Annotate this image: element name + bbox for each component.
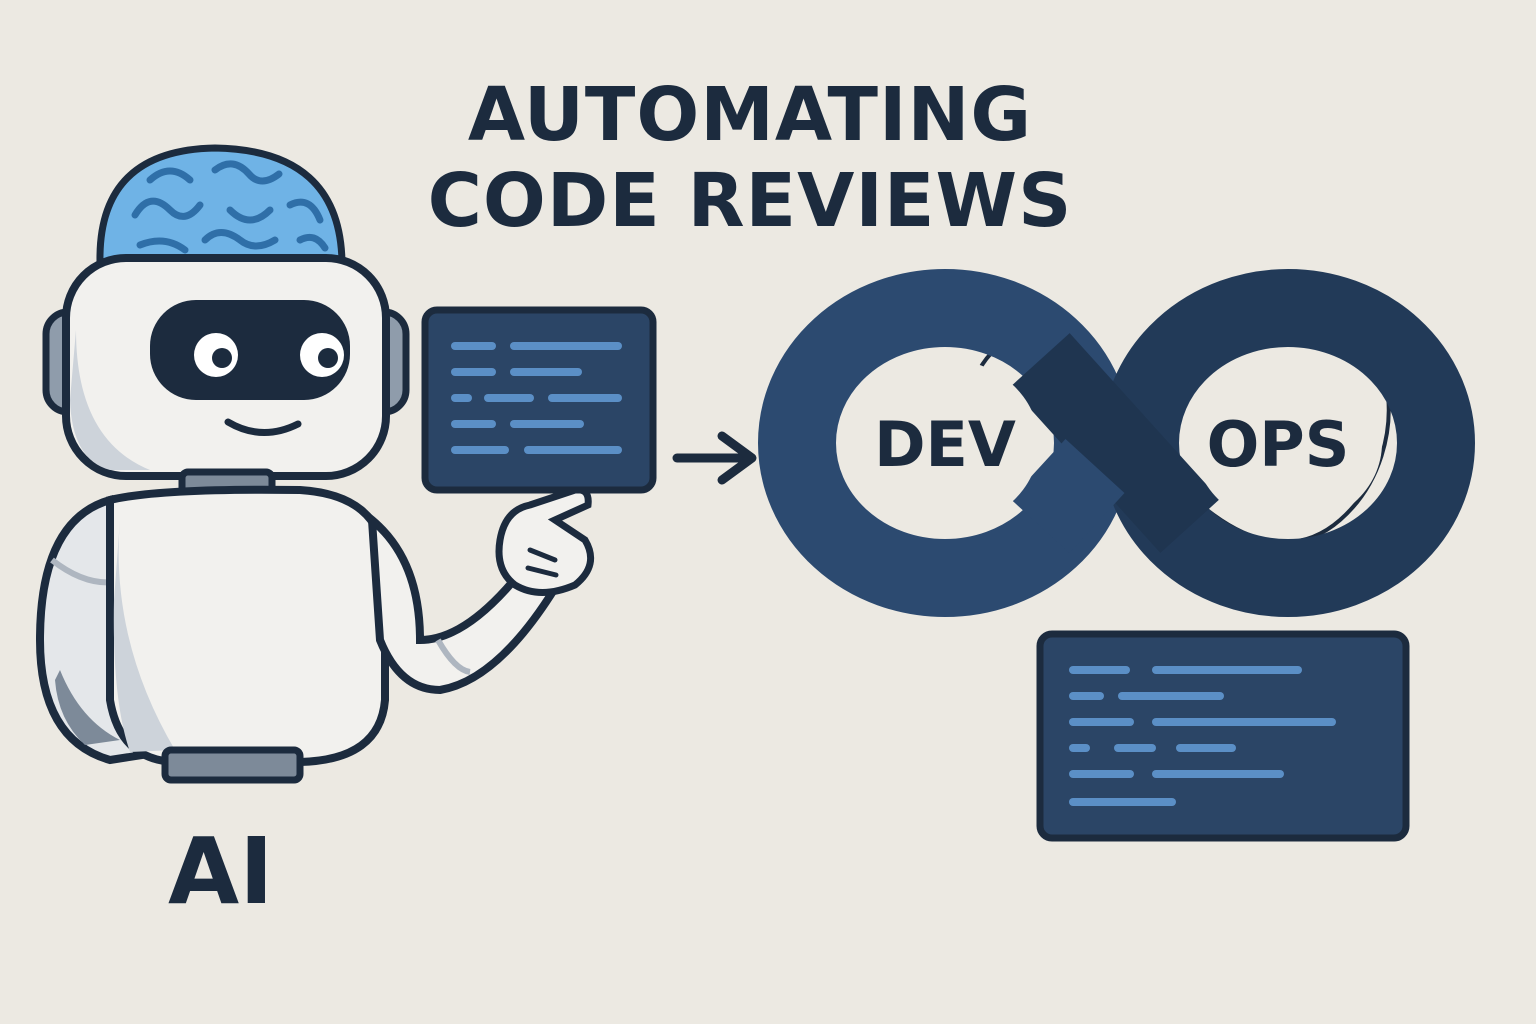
- brain-icon: [96, 144, 346, 266]
- code-panel-small: [421, 306, 657, 494]
- dev-label: DEV: [874, 408, 1016, 481]
- robot-icon: [35, 144, 595, 784]
- code-panel-large: [1036, 630, 1410, 842]
- ai-label: AI: [168, 818, 274, 925]
- title-line-1: AUTOMATING: [467, 72, 1033, 158]
- ops-label: OPS: [1207, 408, 1350, 481]
- title-line-2: CODE REVIEWS: [427, 158, 1073, 244]
- flow-arrow: [672, 431, 757, 485]
- page-title: AUTOMATING CODE REVIEWS: [340, 72, 1160, 244]
- infinity-loop-icon: DEV OPS: [758, 269, 1475, 617]
